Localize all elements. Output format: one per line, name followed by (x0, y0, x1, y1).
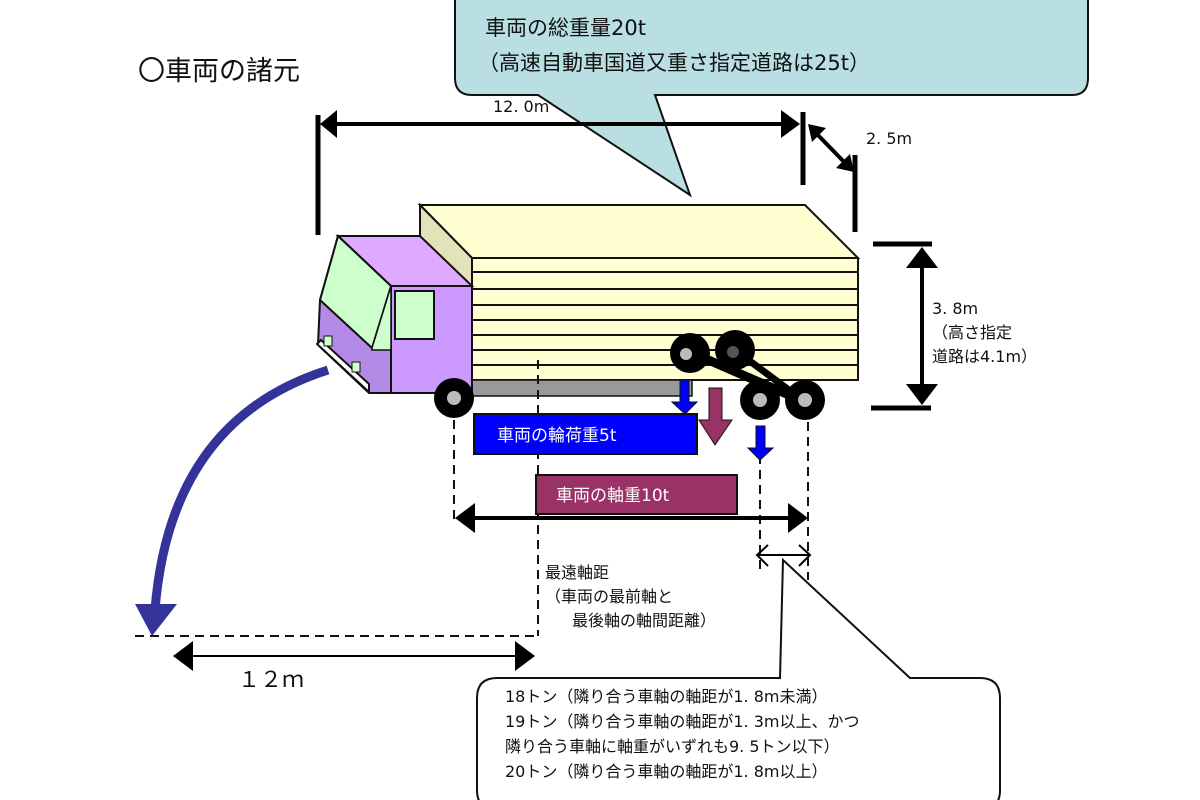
rear-wheel-upper-2 (715, 330, 755, 370)
length-dimension: 12. 0m (315, 97, 806, 235)
turning-radius: １２ｍ (135, 365, 535, 693)
axle-load-arrow (698, 387, 733, 446)
cargo-top (417, 204, 861, 259)
side-window (394, 290, 435, 340)
rear-wheel-lower-2 (785, 380, 825, 420)
wheel-load-arrow-1 (670, 379, 699, 415)
wheelbase-note-1: （車両の最前軸と (545, 587, 673, 606)
height-dimension: 3. 8m （高さ指定 道路は4.1m） (871, 241, 1037, 411)
axle-spacing-dimension (755, 544, 812, 567)
gross-weight-callout: 車両の総重量20t （高速自動車国道又重さ指定道路は25t） (454, 0, 1089, 198)
arrowhead-right (781, 110, 800, 138)
page-title: 〇車両の諸元 (138, 56, 300, 87)
height-note-2: 道路は4.1m） (932, 347, 1037, 366)
wheel-load-arrow-2 (746, 425, 775, 461)
gross-weight-text: 車両の総重量20t (485, 16, 646, 40)
truck-illustration (315, 202, 861, 420)
callout-line-3: 隣り合う車軸に軸重がいずれも9. 5トン以下） (505, 737, 840, 756)
headlight-left (323, 335, 333, 347)
height-note-1: （高さ指定 (932, 323, 1012, 342)
bumper (315, 338, 370, 395)
load-arrows (670, 379, 775, 461)
callout-line-2: 19トン（隣り合う車軸の軸距が1. 3m以上、かつ (505, 712, 859, 731)
callout-bubble-bottom (476, 557, 1001, 800)
callout-line-4: 20トン（隣り合う車軸の軸距が1. 8m以上） (505, 762, 827, 781)
wheelbase-note-2: 最後軸の軸間距離） (572, 611, 716, 630)
height-label: 3. 8m (932, 299, 978, 318)
wheelbase-dimension: 最遠軸距 （車両の最前軸と 最後軸の軸間距離） (455, 503, 808, 630)
side-window-strip (371, 285, 392, 351)
wheel-load-label: 車両の輪荷重5t (497, 426, 617, 446)
rear-wheel-lower-1 (740, 380, 780, 420)
length-label: 12. 0m (493, 97, 549, 116)
turning-radius-label: １２ｍ (238, 668, 304, 693)
turning-arrowhead (135, 604, 177, 636)
wheel-load-box: 車両の輪荷重5t (473, 413, 698, 455)
width-label: 2. 5m (866, 129, 912, 148)
axle-load-box: 車両の軸重10t (535, 474, 738, 515)
turning-arc (150, 365, 330, 611)
headlight-right (351, 361, 361, 373)
arrowhead-left (320, 110, 337, 138)
width-dimension: 2. 5m (808, 124, 912, 232)
callout-bubble (454, 0, 1089, 198)
axle-load-label: 車両の軸重10t (556, 486, 670, 506)
rear-wheel-upper-1 (670, 333, 710, 373)
gross-weight-note: （高速自動車国道又重さ指定道路は25t） (478, 51, 870, 75)
axle-weight-callout: 18トン（隣り合う車軸の軸距が1. 8m未満） 19トン（隣り合う車軸の軸距が1… (476, 557, 1001, 800)
front-wheel (434, 378, 474, 418)
wheelbase-title: 最遠軸距 (545, 563, 609, 582)
chassis (471, 379, 693, 397)
callout-line-1: 18トン（隣り合う車軸の軸距が1. 8m未満） (505, 687, 827, 706)
